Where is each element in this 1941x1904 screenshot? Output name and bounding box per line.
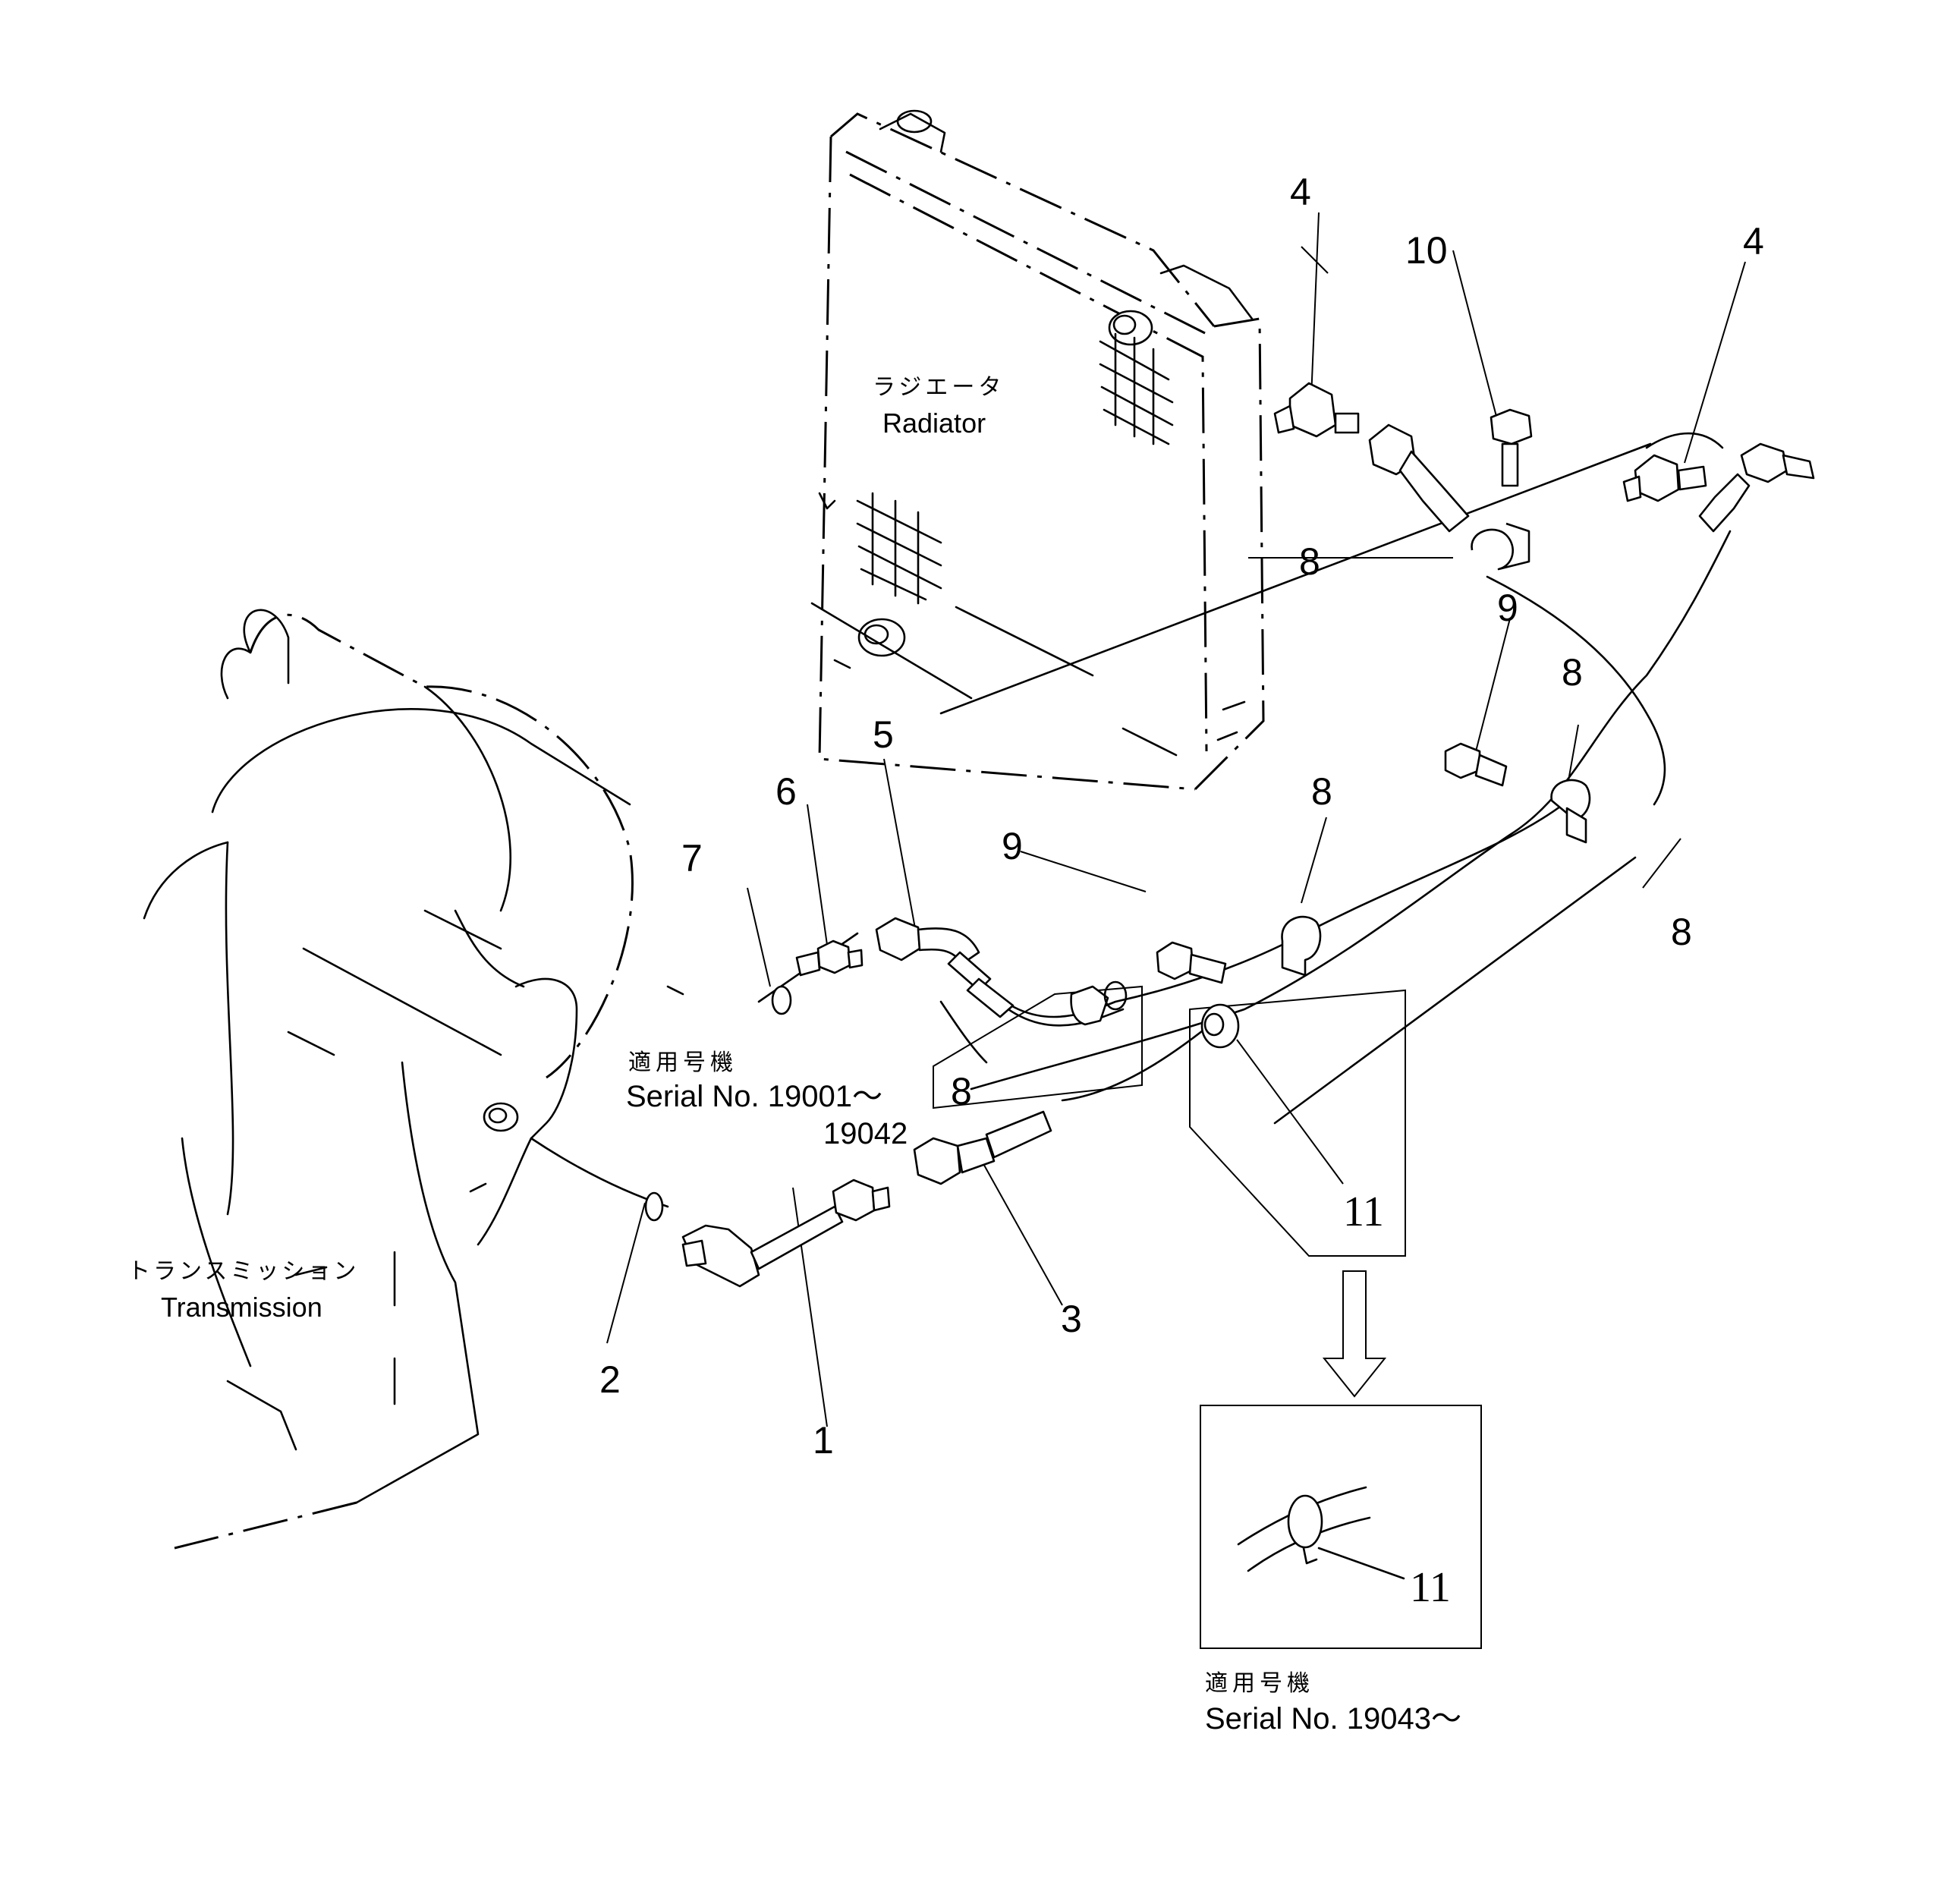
callout-2: 2 [599, 1358, 621, 1401]
serial-notes: 適用号機 Serial No. 19001～ 19042 適用号機 Serial… [626, 1050, 1461, 1736]
transmission-illustration: トランスミッション Transmission [127, 609, 634, 1550]
callout-8d: 8 [1671, 911, 1692, 953]
arrow-down-icon [1322, 1270, 1387, 1398]
early-serial-panel [933, 985, 1143, 1109]
fittings [644, 382, 1815, 1288]
callout-8a: 8 [1299, 540, 1320, 583]
transmission-label-jp: トランスミッション [127, 1259, 359, 1284]
callout-7: 7 [681, 837, 703, 880]
late-serial-note: Serial No. 19043～ [1205, 1702, 1461, 1736]
callout-4b: 4 [1743, 220, 1764, 263]
callout-8c: 8 [1311, 770, 1332, 813]
radiator-label-jp: ラジエータ [873, 375, 1005, 400]
callout-10: 10 [1405, 229, 1448, 272]
callout-5: 5 [873, 713, 894, 756]
callout-11a: 11 [1343, 1188, 1384, 1235]
callout-8e: 8 [951, 1070, 972, 1113]
callout-6: 6 [775, 770, 797, 813]
callout-1: 1 [813, 1419, 834, 1462]
callout-3: 3 [1061, 1298, 1082, 1340]
early-serial-note: Serial No. 19001～ [626, 1080, 882, 1113]
callout-4a: 4 [1290, 171, 1311, 213]
callout-11b: 11 [1410, 1564, 1451, 1611]
radiator-label-en: Radiator [882, 408, 986, 439]
late-serial-detail-box [1200, 1405, 1482, 1649]
transmission-label-en: Transmission [161, 1292, 322, 1323]
clamp-detail-panel [1189, 989, 1406, 1257]
callout-9b: 9 [1002, 825, 1023, 867]
early-serial-note-jp: 適用号機 [628, 1050, 738, 1075]
early-serial-note-end: 19042 [823, 1117, 908, 1150]
callout-9a: 9 [1497, 587, 1518, 629]
callout-8b: 8 [1562, 651, 1583, 694]
radiator-illustration: ラジエータ Radiator [818, 109, 1265, 791]
callouts: 1 2 3 4 4 5 6 7 8 8 8 8 8 9 9 10 11 11 [599, 171, 1764, 1611]
late-serial-note-jp: 適用号機 [1205, 1671, 1314, 1696]
